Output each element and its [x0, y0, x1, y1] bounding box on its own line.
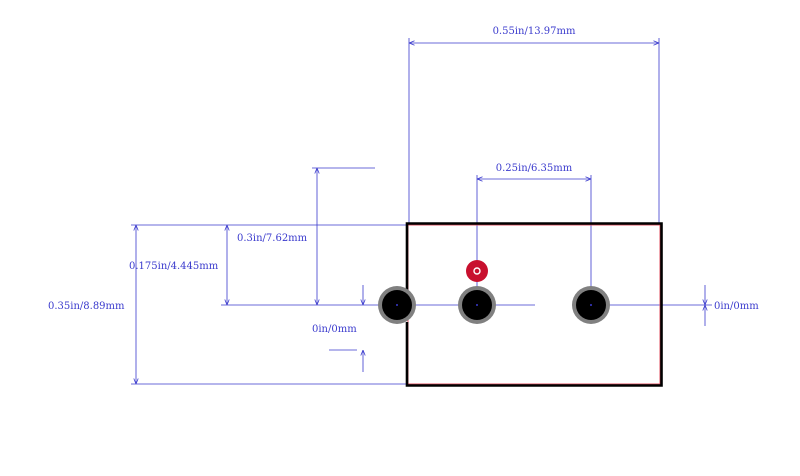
- pad-3: [572, 286, 610, 324]
- courtyard-outline: [407, 224, 661, 385]
- pin1-marker: [466, 260, 488, 282]
- pad-center: [476, 304, 478, 306]
- dimension-origin-right: [591, 285, 712, 326]
- dimension-label-pin-pitch: 0.25in/6.35mm: [496, 163, 573, 174]
- pin1-marker-ring: [473, 267, 481, 275]
- dimension-origin-left: [329, 285, 363, 372]
- pad-1: [378, 286, 416, 324]
- pin1-marker-dot: [466, 260, 488, 282]
- dimension-pin-pitch: [476, 175, 592, 305]
- dimension-label-vertical-offset: 0.3in/7.62mm: [237, 233, 308, 244]
- dimension-label-half-height: 0.175in/4.445mm: [129, 261, 219, 272]
- dimension-label-overall-width: 0.55in/13.97mm: [493, 26, 576, 37]
- dimension-overall-height: [131, 225, 409, 385]
- dimension-vertical-offset: [312, 167, 375, 305]
- silkscreen-outline: [405, 222, 663, 387]
- component-outline: [405, 222, 663, 387]
- pad-center: [590, 304, 592, 306]
- dimension-label-origin-left: 0in/0mm: [312, 324, 357, 335]
- dimension-overall-width: [408, 38, 660, 225]
- pad-2: [458, 286, 496, 324]
- dimension-label-overall-height: 0.35in/8.89mm: [48, 301, 125, 312]
- pad-center: [396, 304, 398, 306]
- dimension-label-origin-right: 0in/0mm: [714, 301, 759, 312]
